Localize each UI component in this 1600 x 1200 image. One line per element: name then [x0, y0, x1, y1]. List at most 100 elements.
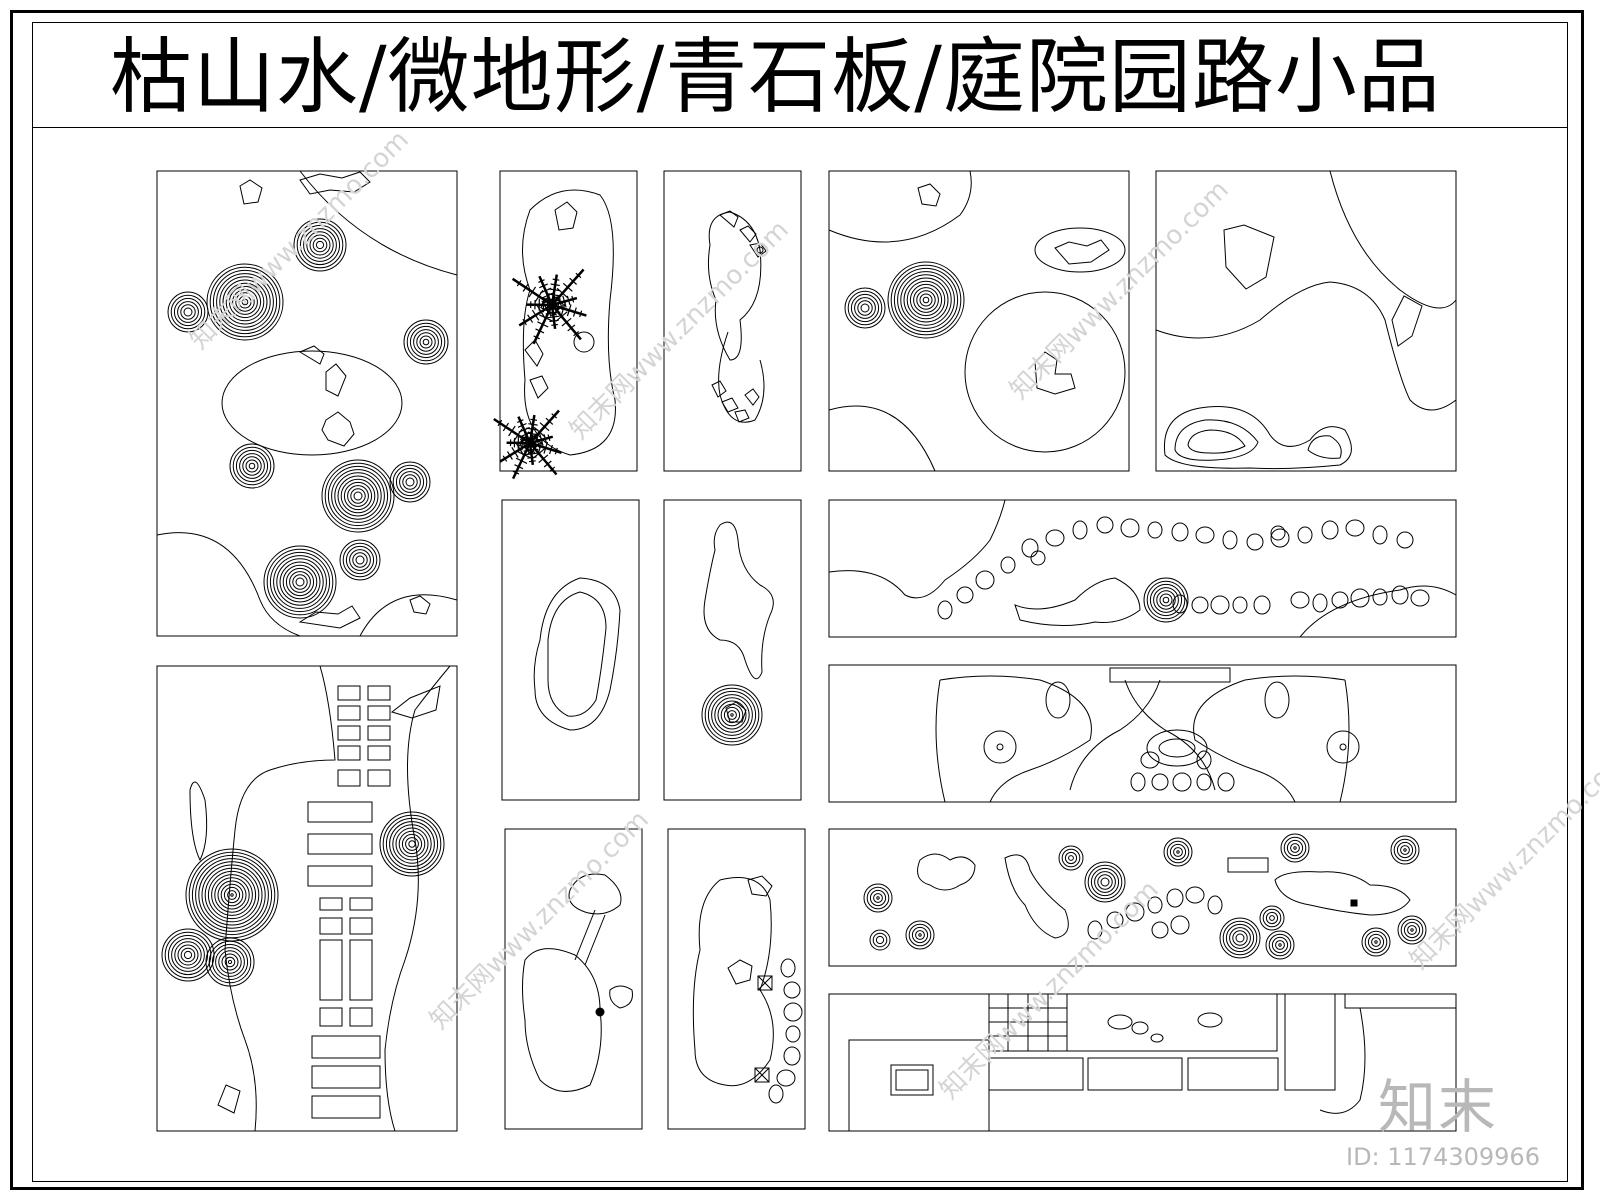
raked-ring: [869, 889, 887, 907]
raked-ring: [875, 935, 885, 945]
paving-block: [337, 685, 361, 701]
palm-leaflet: [536, 305, 546, 319]
stone-row: [1172, 585, 1430, 615]
palm-leaflet: [517, 422, 527, 428]
paving-block: [349, 897, 373, 911]
palm-leaflet: [538, 454, 549, 464]
title-bar: [32, 22, 1568, 128]
grid-lines: [989, 994, 1067, 1051]
raked-ring: [1400, 845, 1410, 855]
stepping-stone: [975, 570, 995, 590]
palm-leaflet: [540, 291, 555, 299]
raked-ring: [405, 837, 419, 851]
raked-ring: [1280, 833, 1310, 863]
raked-circles: [339, 539, 381, 581]
panel-pond-stone: [663, 499, 802, 801]
raked-ring: [309, 234, 331, 256]
boulder: [573, 331, 595, 353]
sand-island: [221, 350, 403, 456]
raked-ring: [161, 928, 215, 982]
raked-ring: [860, 303, 870, 313]
pond: [1163, 406, 1352, 470]
raked-ring: [342, 542, 378, 578]
raked-ring: [1262, 908, 1282, 928]
raked-ring: [723, 706, 741, 724]
raked-ring: [401, 833, 423, 855]
raked-ring: [395, 827, 429, 861]
path-edge: [224, 665, 336, 1132]
stepping-stone: [1045, 529, 1065, 547]
marker-circle: [1270, 525, 1286, 541]
rock: [1054, 239, 1110, 265]
pond-inner: [1307, 435, 1342, 459]
rock-mound: [522, 948, 602, 1092]
stone-row: [1130, 750, 1235, 792]
palm-leaflet: [549, 466, 556, 472]
raked-circles: [1058, 845, 1084, 871]
watermark-logo: 知末: [1378, 1073, 1499, 1141]
raked-circles: [1390, 835, 1420, 865]
palm-leaflet: [569, 277, 578, 285]
palm-leaflet: [517, 451, 532, 459]
tree-canopy: [568, 873, 622, 915]
terrain-left: [935, 675, 1092, 803]
raked-ring: [239, 453, 265, 479]
palm-leaflet: [533, 426, 546, 438]
raked-ring: [220, 883, 244, 907]
raked-ring: [389, 461, 431, 503]
raked-ring: [1403, 848, 1407, 852]
rock: [321, 411, 355, 447]
palm-leaflet: [533, 335, 540, 340]
paving-block: [307, 801, 373, 823]
paving-block: [311, 1035, 381, 1059]
raked-ring: [191, 854, 273, 936]
raked-ring: [1278, 943, 1282, 947]
palm-leaflet: [537, 321, 549, 328]
paving-block: [337, 705, 361, 721]
palm-leaflet: [508, 425, 516, 437]
panel-border: [828, 664, 1457, 803]
raked-ring: [419, 335, 433, 349]
raked-ring: [293, 218, 347, 272]
rock-mound-inner: [547, 591, 607, 717]
raked-ring: [337, 475, 379, 517]
stepping-stone: [1196, 773, 1212, 791]
palm-leaflet: [575, 272, 582, 279]
panel-courtyard-stream: [828, 828, 1457, 967]
raked-ring: [1259, 905, 1285, 931]
panel-zen-garden-2: [828, 170, 1130, 472]
stepping-stone: [1270, 528, 1290, 548]
raked-ring: [1275, 940, 1285, 950]
raked-ring: [916, 290, 936, 310]
raked-ring: [285, 567, 315, 597]
raked-ring: [218, 950, 242, 974]
path-edge: [384, 665, 451, 1132]
marker: [756, 246, 764, 254]
raked-ring: [1094, 871, 1116, 893]
raked-circles: [206, 263, 284, 341]
raked-ring: [232, 446, 272, 486]
raked-ring: [1176, 850, 1180, 854]
raked-ring: [915, 930, 925, 940]
terrain-line: [1155, 281, 1457, 411]
raked-ring: [242, 456, 262, 476]
rock: [1034, 351, 1076, 395]
paving-block: [349, 939, 373, 1001]
palm-leaflet: [550, 283, 560, 287]
palm-leaflet: [515, 442, 525, 456]
sand-edge: [359, 594, 458, 637]
raked-ring: [221, 953, 239, 971]
raked-circles: [161, 928, 215, 982]
stepping-stone: [776, 1069, 796, 1087]
palm-leaflet: [571, 295, 575, 303]
palm-leaflet: [539, 283, 549, 289]
panel-border: [828, 828, 1457, 967]
bench: [1187, 1057, 1279, 1091]
raked-ring: [177, 944, 199, 966]
raked-ring: [1390, 835, 1420, 865]
panel-zen-path: [156, 665, 458, 1132]
paving-block: [367, 685, 391, 701]
raked-ring: [167, 291, 209, 333]
raked-ring: [887, 261, 965, 339]
raked-ring: [207, 870, 257, 920]
